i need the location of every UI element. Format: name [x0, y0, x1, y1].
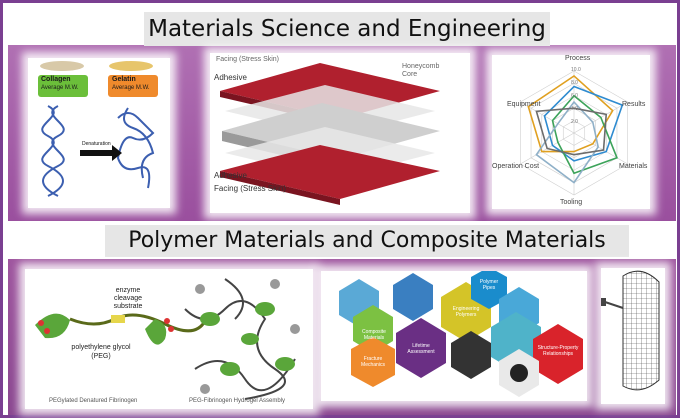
gelatin-label: Gelatin [112, 76, 136, 83]
sandwich-structure-diagram [220, 63, 440, 205]
peg-label: polyethylene glycol (PEG) [71, 344, 131, 360]
hexagon-graphic [339, 271, 583, 397]
radar-scale-10: 10.0 [571, 67, 581, 73]
hex-lifetime-assessment: Lifetime Assessment [407, 343, 435, 355]
radar-chart [520, 70, 628, 196]
radar-axis-tooling: Tooling [560, 199, 583, 206]
collagen-label: Collagen [41, 76, 71, 83]
collagen-mw-label: Average M.W. [41, 85, 79, 91]
hexagon-infographic-panel: Composite Materials Engineering Polymers… [321, 271, 587, 401]
peg-hydrogel-panel: enzyme cleavage substrate polyethylene g… [25, 269, 313, 409]
radar-series-line [551, 94, 619, 175]
denaturation-diagram [38, 61, 158, 197]
radar-axis-process: Process [565, 55, 591, 62]
cylinder-mesh-panel [601, 268, 665, 404]
sandwich-panel-figure: Facing (Stress Skin) Adhesive Honeycomb … [210, 53, 470, 213]
radar-axis-equipment: Equipment [507, 101, 541, 108]
honeycomb-core-label: Honeycomb Core [402, 63, 440, 78]
radar-axis-operation-cost: Operation Cost [492, 163, 540, 170]
hex-polymer-pipes: Polymer Pipes [479, 279, 499, 291]
peg-left-caption: PEGylated Denatured Fibrinogen [49, 398, 138, 404]
gelatin-mw-label: Average M.W. [112, 85, 150, 91]
radar-axis-results: Results [622, 101, 646, 108]
radar-series-line [535, 100, 600, 184]
hex-engineering-polymers: Engineering Polymers [452, 306, 480, 318]
radar-scale-2: 2.0 [571, 119, 578, 125]
cylinder-mesh-graphic [601, 270, 660, 391]
facing-top-label: Facing (Stress Skin) [216, 56, 280, 63]
radar-scale-8: 8.0 [571, 80, 578, 86]
hex-structure-property: Structure-Property Relationships [537, 345, 579, 357]
hex-composite-materials: Composite Materials [362, 329, 386, 341]
enzyme-substrate-label: enzyme cleavage substrate [113, 287, 143, 310]
adhesive-top-label: Adhesive [214, 73, 247, 82]
hex-fracture-mechanics: Fracture Mechanics [361, 356, 385, 368]
section-subtitle: Polymer Materials and Composite Material… [105, 225, 629, 257]
radar-series-line [527, 74, 614, 153]
radar-series-line [543, 85, 624, 162]
adhesive-bottom-label: Adhesive [214, 171, 247, 180]
radar-scale-6: 6.0 [571, 93, 578, 99]
collagen-gelatin-panel: Collagen Average M.W. Gelatin Average M.… [28, 58, 170, 208]
radar-spoke [573, 132, 628, 165]
peg-diagram [35, 278, 300, 400]
radar-series-line [535, 107, 608, 156]
denaturation-arrow-label: Denaturation [82, 141, 111, 147]
radar-axis-materials: Materials [619, 163, 648, 170]
facing-bottom-label: Facing (Stress Skin) [214, 184, 287, 193]
main-title: Materials Science and Engineering [144, 12, 550, 46]
radar-scale-4: 4.0 [571, 106, 578, 112]
peg-right-caption: PEG-Fibrinogen Hydrogel Assembly [189, 398, 286, 404]
radar-panel: Process Results Materials Tooling Operat… [492, 55, 650, 209]
